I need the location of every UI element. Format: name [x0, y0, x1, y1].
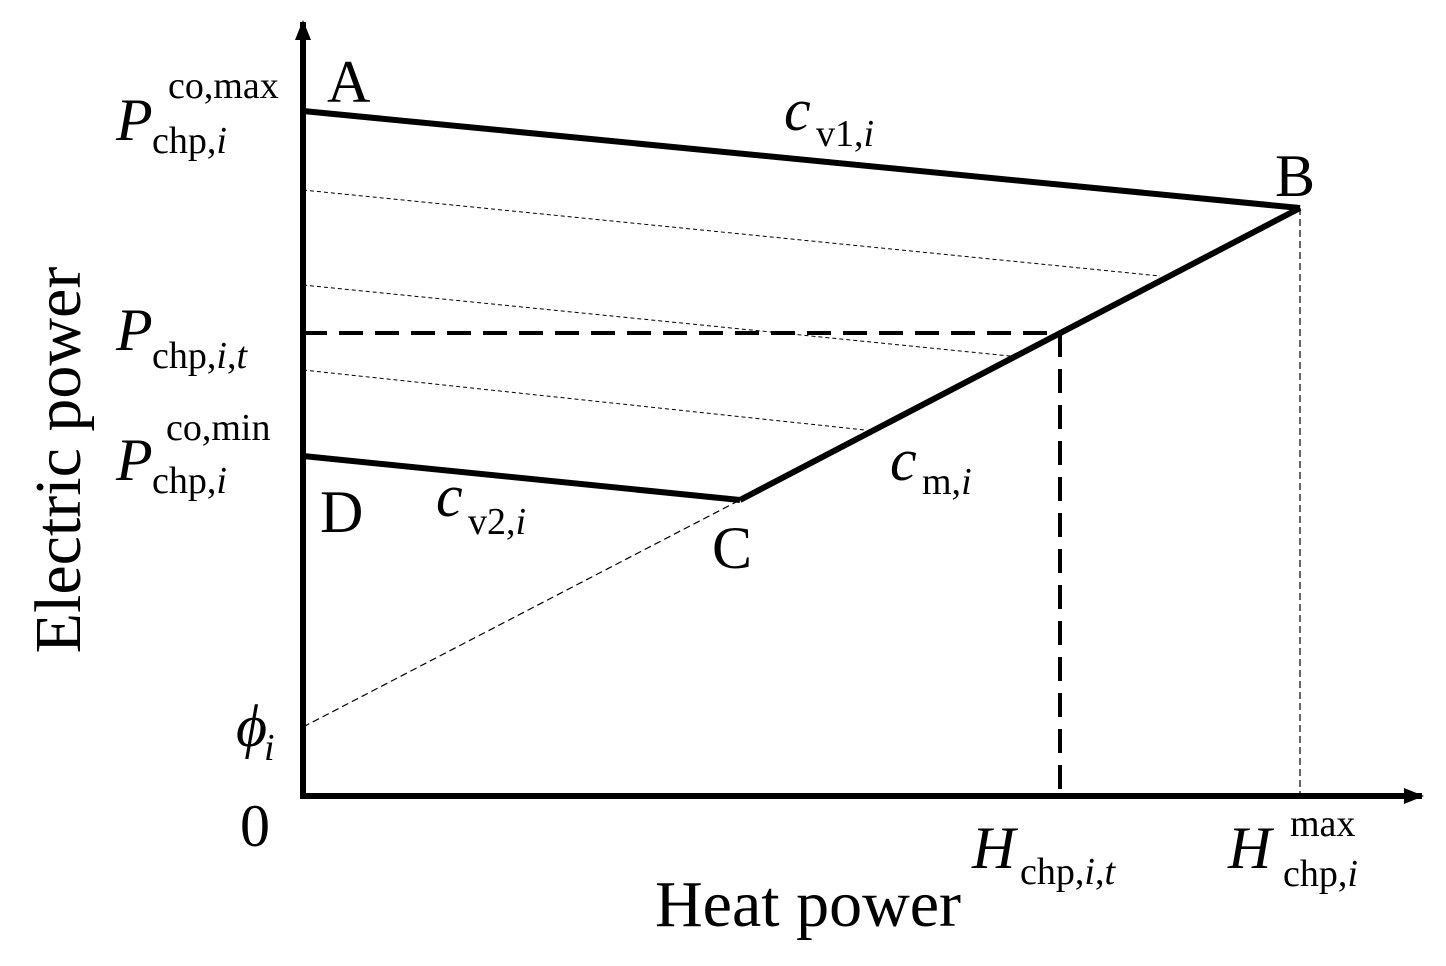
- guide-line-2: [302, 284, 1011, 357]
- svg-text:co,min: co,min: [166, 407, 270, 449]
- svg-text:max: max: [1290, 803, 1355, 845]
- x-axis-label: Heat power: [655, 868, 961, 941]
- svg-text:chp,i,t: chp,i,t: [1020, 851, 1116, 893]
- svg-text:v2,i: v2,i: [468, 501, 526, 543]
- svg-text:c: c: [890, 427, 917, 493]
- point-a-label: A: [327, 49, 370, 115]
- y-axis-label: Electric power: [22, 267, 95, 654]
- label-cv2: c v2,i: [436, 463, 526, 543]
- svg-text:co,max: co,max: [168, 65, 279, 107]
- phi-extension-line: [302, 499, 741, 728]
- y-tick-p-t: P chp,i,t: [115, 297, 248, 377]
- x-tick-h-t: H chp,i,t: [971, 815, 1116, 893]
- svg-text:chp,i: chp,i: [152, 120, 227, 162]
- label-cv1: c v1,i: [784, 77, 874, 155]
- y-tick-p-min: P co,min chp,i: [115, 407, 270, 502]
- svg-text:chp,i: chp,i: [1283, 853, 1358, 895]
- svg-text:chp,i,t: chp,i,t: [152, 335, 248, 377]
- svg-text:c: c: [436, 463, 463, 529]
- svg-text:v1,i: v1,i: [816, 113, 874, 155]
- svg-text:i: i: [264, 727, 275, 769]
- svg-text:chp,i: chp,i: [152, 460, 227, 502]
- y-tick-phi: ϕ i: [236, 693, 275, 769]
- svg-text:ϕ: ϕ: [236, 693, 267, 759]
- svg-text:H: H: [1227, 815, 1275, 881]
- y-tick-p-max: P co,max chp,i: [115, 65, 279, 162]
- svg-text:c: c: [784, 77, 811, 143]
- guide-line-3: [302, 369, 866, 431]
- point-c-label: C: [712, 515, 752, 581]
- x-tick-h-max: H max chp,i: [1227, 803, 1358, 895]
- svg-text:P: P: [115, 427, 153, 493]
- label-cm: c m,i: [890, 427, 972, 503]
- edge-a-b: [302, 108, 1301, 211]
- guide-line-1: [302, 189, 1161, 277]
- point-d-label: D: [320, 479, 363, 545]
- svg-text:P: P: [115, 87, 153, 153]
- edge-c-b: [738, 205, 1302, 503]
- svg-text:m,i: m,i: [922, 461, 972, 503]
- svg-text:P: P: [115, 297, 153, 363]
- svg-text:H: H: [971, 815, 1019, 881]
- point-b-label: B: [1275, 143, 1315, 209]
- edge-d-c: [302, 453, 741, 503]
- origin-label: 0: [240, 793, 270, 859]
